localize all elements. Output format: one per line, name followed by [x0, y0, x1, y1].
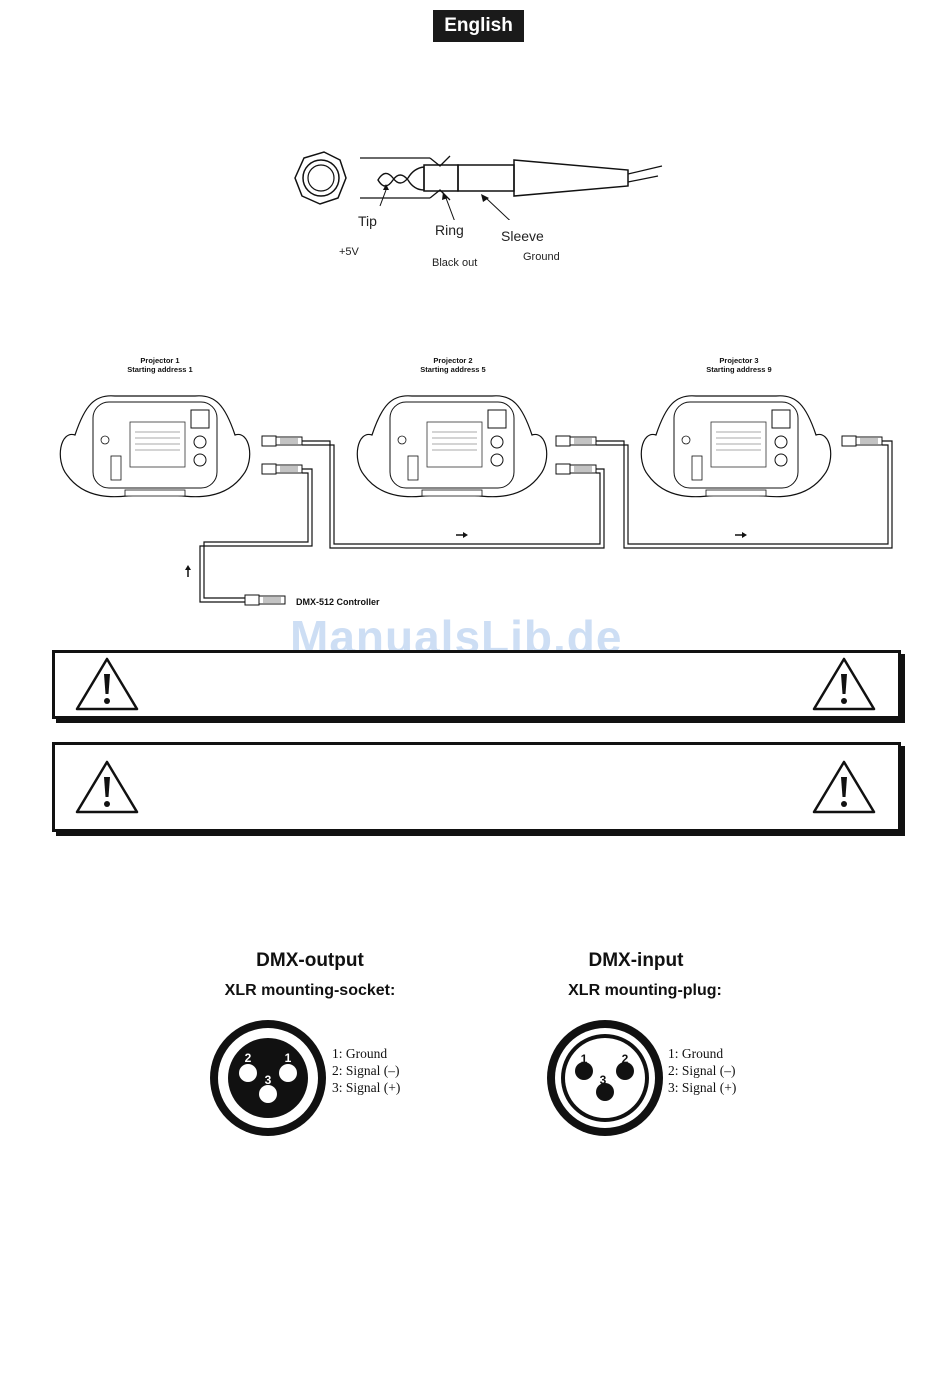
- sleeve-signal: Ground: [523, 251, 560, 263]
- pin-desc-1: 1: Ground: [668, 1046, 724, 1061]
- projector-3: [640, 395, 832, 498]
- pin-desc-3: 3: Signal (+): [332, 1080, 401, 1095]
- projector-3-address: Starting address 9: [706, 365, 772, 374]
- pin-label-3: 3: [600, 1073, 607, 1087]
- dmx-chain-diagram: [59, 395, 893, 606]
- projector-1-out-plug: [261, 435, 303, 447]
- projector-1-address: Starting address 1: [127, 365, 193, 374]
- xlr-socket-diagram: 2 1 3: [210, 1020, 326, 1136]
- pin-3: [259, 1085, 277, 1103]
- projector-1-header: Projector 1 Starting address 1: [95, 356, 225, 374]
- pin-1: [279, 1064, 297, 1082]
- jack-plug-diagram: [294, 151, 663, 220]
- projector-2-header: Projector 2 Starting address 5: [388, 356, 518, 374]
- ring-label: Ring: [435, 222, 464, 238]
- warning-box-2: [52, 742, 901, 832]
- pin-label-2: 2: [622, 1052, 629, 1066]
- dmx-input-title: DMX-input: [588, 950, 684, 971]
- projector-3-name: Projector 3: [719, 356, 759, 365]
- sleeve-contact: [457, 164, 515, 192]
- warning-triangle-icon: [75, 760, 139, 814]
- pin-label-1: 1: [285, 1051, 292, 1065]
- projector-2: [356, 395, 548, 498]
- projector-2-out-plug: [555, 435, 597, 447]
- dmx-output-title: DMX-output: [256, 950, 364, 971]
- pin-label-1: 1: [581, 1052, 588, 1066]
- projector-3-header: Projector 3 Starting address 9: [674, 356, 804, 374]
- controller-label: DMX-512 Controller: [296, 597, 380, 607]
- pin-label-3: 3: [265, 1073, 272, 1087]
- pin-1: [575, 1062, 593, 1080]
- pin-2: [239, 1064, 257, 1082]
- language-badge: English: [433, 10, 524, 42]
- pin-label-2: 2: [245, 1051, 252, 1065]
- socket-nut: [294, 151, 347, 205]
- warning-triangle-icon: [812, 657, 876, 711]
- projector-1: [59, 395, 251, 498]
- tip-signal: +5V: [339, 246, 359, 258]
- projector-2-name: Projector 2: [433, 356, 473, 365]
- warning-triangle-icon: [75, 657, 139, 711]
- dmx-output-pin-list: 1: Ground 2: Signal (–) 3: Signal (+): [332, 1045, 400, 1096]
- ring-contact: [423, 164, 459, 192]
- plug-handle: [513, 159, 629, 197]
- direction-arrow-2: [735, 532, 747, 538]
- projector-2-in-plug: [555, 463, 597, 475]
- ring-signal: Black out: [432, 257, 478, 269]
- sleeve-label: Sleeve: [501, 228, 544, 244]
- projector-1-in-plug: [261, 463, 303, 475]
- pin-desc-1: 1: Ground: [332, 1046, 388, 1061]
- warning-triangle-icon: [812, 760, 876, 814]
- dmx-output-subtitle: XLR mounting-socket:: [224, 982, 396, 999]
- direction-arrow-3: [185, 565, 191, 577]
- projector-3-end-plug: [841, 435, 883, 447]
- pin-desc-2: 2: Signal (–): [668, 1063, 736, 1078]
- warning-box-1: [52, 650, 901, 719]
- direction-arrow-1: [456, 532, 468, 538]
- pin-desc-3: 3: Signal (+): [668, 1080, 737, 1095]
- dmx-input-pin-list: 1: Ground 2: Signal (–) 3: Signal (+): [668, 1045, 736, 1096]
- projector-1-name: Projector 1: [140, 356, 180, 365]
- controller-plug: [244, 594, 286, 606]
- pin-3: [596, 1083, 614, 1101]
- tip-label: Tip: [358, 213, 377, 229]
- dmx-input-subtitle: XLR mounting-plug:: [568, 982, 722, 999]
- projector-2-address: Starting address 5: [420, 365, 486, 374]
- xlr-plug-diagram: 1 2 3: [547, 1020, 663, 1136]
- pin-desc-2: 2: Signal (–): [332, 1063, 400, 1078]
- pin-2: [616, 1062, 634, 1080]
